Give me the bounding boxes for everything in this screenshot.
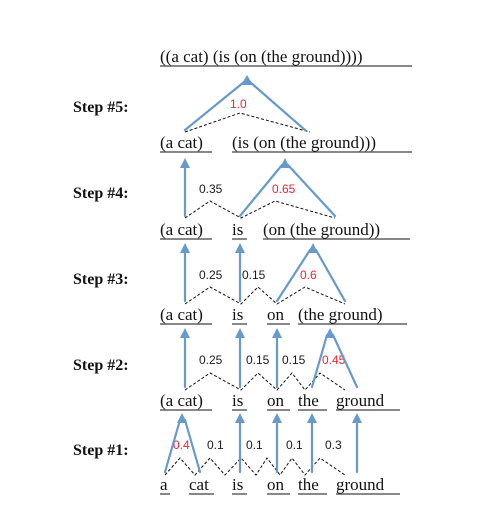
token: the — [298, 391, 319, 410]
pair-score: 1.0 — [230, 97, 247, 111]
token: (a cat) — [160, 133, 203, 152]
arrow-head — [235, 413, 245, 423]
arrow-head — [272, 328, 282, 338]
token: the — [298, 475, 319, 494]
pair-score: 0.65 — [272, 182, 296, 196]
pair-score: 0.15 — [282, 353, 306, 367]
step-1-label: Step #1: — [73, 442, 129, 459]
token: (is (on (the ground))) — [232, 133, 376, 152]
step-2-row: (a cat) is on the ground 0.25 0.15 0.15 … — [160, 353, 400, 411]
token: (a cat) — [160, 220, 203, 239]
merge-arrows-4 — [180, 158, 337, 218]
arrow-head — [241, 75, 253, 85]
final-parse-tree: ((a cat) (is (on (the ground)))) — [160, 47, 363, 66]
step-4-row: (a cat) is (on (the ground)) 0.35 0.65 — [160, 182, 410, 240]
token: (a cat) — [160, 391, 203, 410]
arrow-head — [180, 328, 190, 338]
arrow-head — [352, 413, 362, 423]
merge-arrow — [286, 163, 337, 218]
token: ground — [336, 475, 385, 494]
dashed-pair-zigzag — [184, 372, 346, 391]
dashed-pair-zigzag — [184, 200, 336, 219]
pair-score: 0.35 — [199, 182, 223, 196]
token: (the ground) — [298, 305, 383, 324]
merge-arrow — [183, 80, 246, 132]
merge-arrow — [248, 80, 307, 132]
arrow-head — [177, 413, 187, 423]
merge-arrow — [183, 418, 202, 474]
merge-arrows-1 — [163, 413, 362, 474]
pair-score: 0.3 — [325, 438, 342, 452]
dashed-pair-zigzag — [184, 112, 311, 133]
token: (a cat) — [160, 305, 203, 324]
pair-score: 0.1 — [246, 438, 263, 452]
merge-arrow — [310, 333, 329, 389]
arrow-head — [325, 328, 335, 338]
merge-arrows-2 — [180, 328, 359, 389]
merge-arrows-3 — [180, 243, 347, 303]
step-4-label: Step #4: — [73, 185, 129, 202]
token: cat — [189, 475, 209, 494]
merge-arrow — [331, 333, 359, 389]
arrow-head — [235, 328, 245, 338]
arrow-head — [272, 413, 282, 423]
step-1-row: a cat is on the ground 0.4 0.1 0.1 0.1 0… — [160, 438, 400, 495]
step-5-label: Step #5: — [73, 99, 129, 116]
token: is — [232, 305, 243, 324]
arrow-head — [280, 158, 290, 168]
merge-arrows-5 — [183, 75, 307, 132]
token: ground — [336, 391, 385, 410]
arrow-head — [180, 158, 190, 168]
token: on — [267, 391, 285, 410]
step-3-row: (a cat) is on (the ground) 0.25 0.15 0.6 — [160, 268, 407, 325]
pair-score: 0.45 — [322, 353, 346, 367]
arrow-head — [307, 413, 317, 423]
dashed-pair-zigzag — [184, 286, 346, 305]
pair-score: 0.15 — [246, 353, 270, 367]
pair-score: 0.1 — [207, 438, 224, 452]
step-3-label: Step #3: — [73, 271, 129, 288]
arrow-head — [308, 243, 318, 253]
merge-arrow — [275, 248, 312, 303]
token: is — [232, 391, 243, 410]
token: (on (the ground)) — [263, 220, 380, 239]
dashed-pair-zigzag — [164, 457, 346, 476]
token: a — [160, 475, 168, 494]
token: on — [267, 475, 285, 494]
pair-score: 0.6 — [300, 268, 317, 282]
token: on — [267, 305, 285, 324]
merge-arrow — [163, 418, 182, 474]
merge-arrow — [238, 163, 284, 218]
pair-score: 0.25 — [199, 353, 223, 367]
merge-arrow — [314, 248, 347, 303]
token: is — [232, 475, 243, 494]
arrow-head — [235, 243, 245, 253]
step-5-row: (a cat) (is (on (the ground))) 1.0 — [160, 97, 412, 153]
pair-score: 0.25 — [199, 268, 223, 282]
pair-score: 0.1 — [286, 438, 303, 452]
arrow-head — [180, 243, 190, 253]
pair-score: 0.4 — [173, 438, 190, 452]
step-2-label: Step #2: — [73, 357, 129, 374]
pair-score: 0.15 — [242, 268, 266, 282]
token: is — [232, 220, 243, 239]
